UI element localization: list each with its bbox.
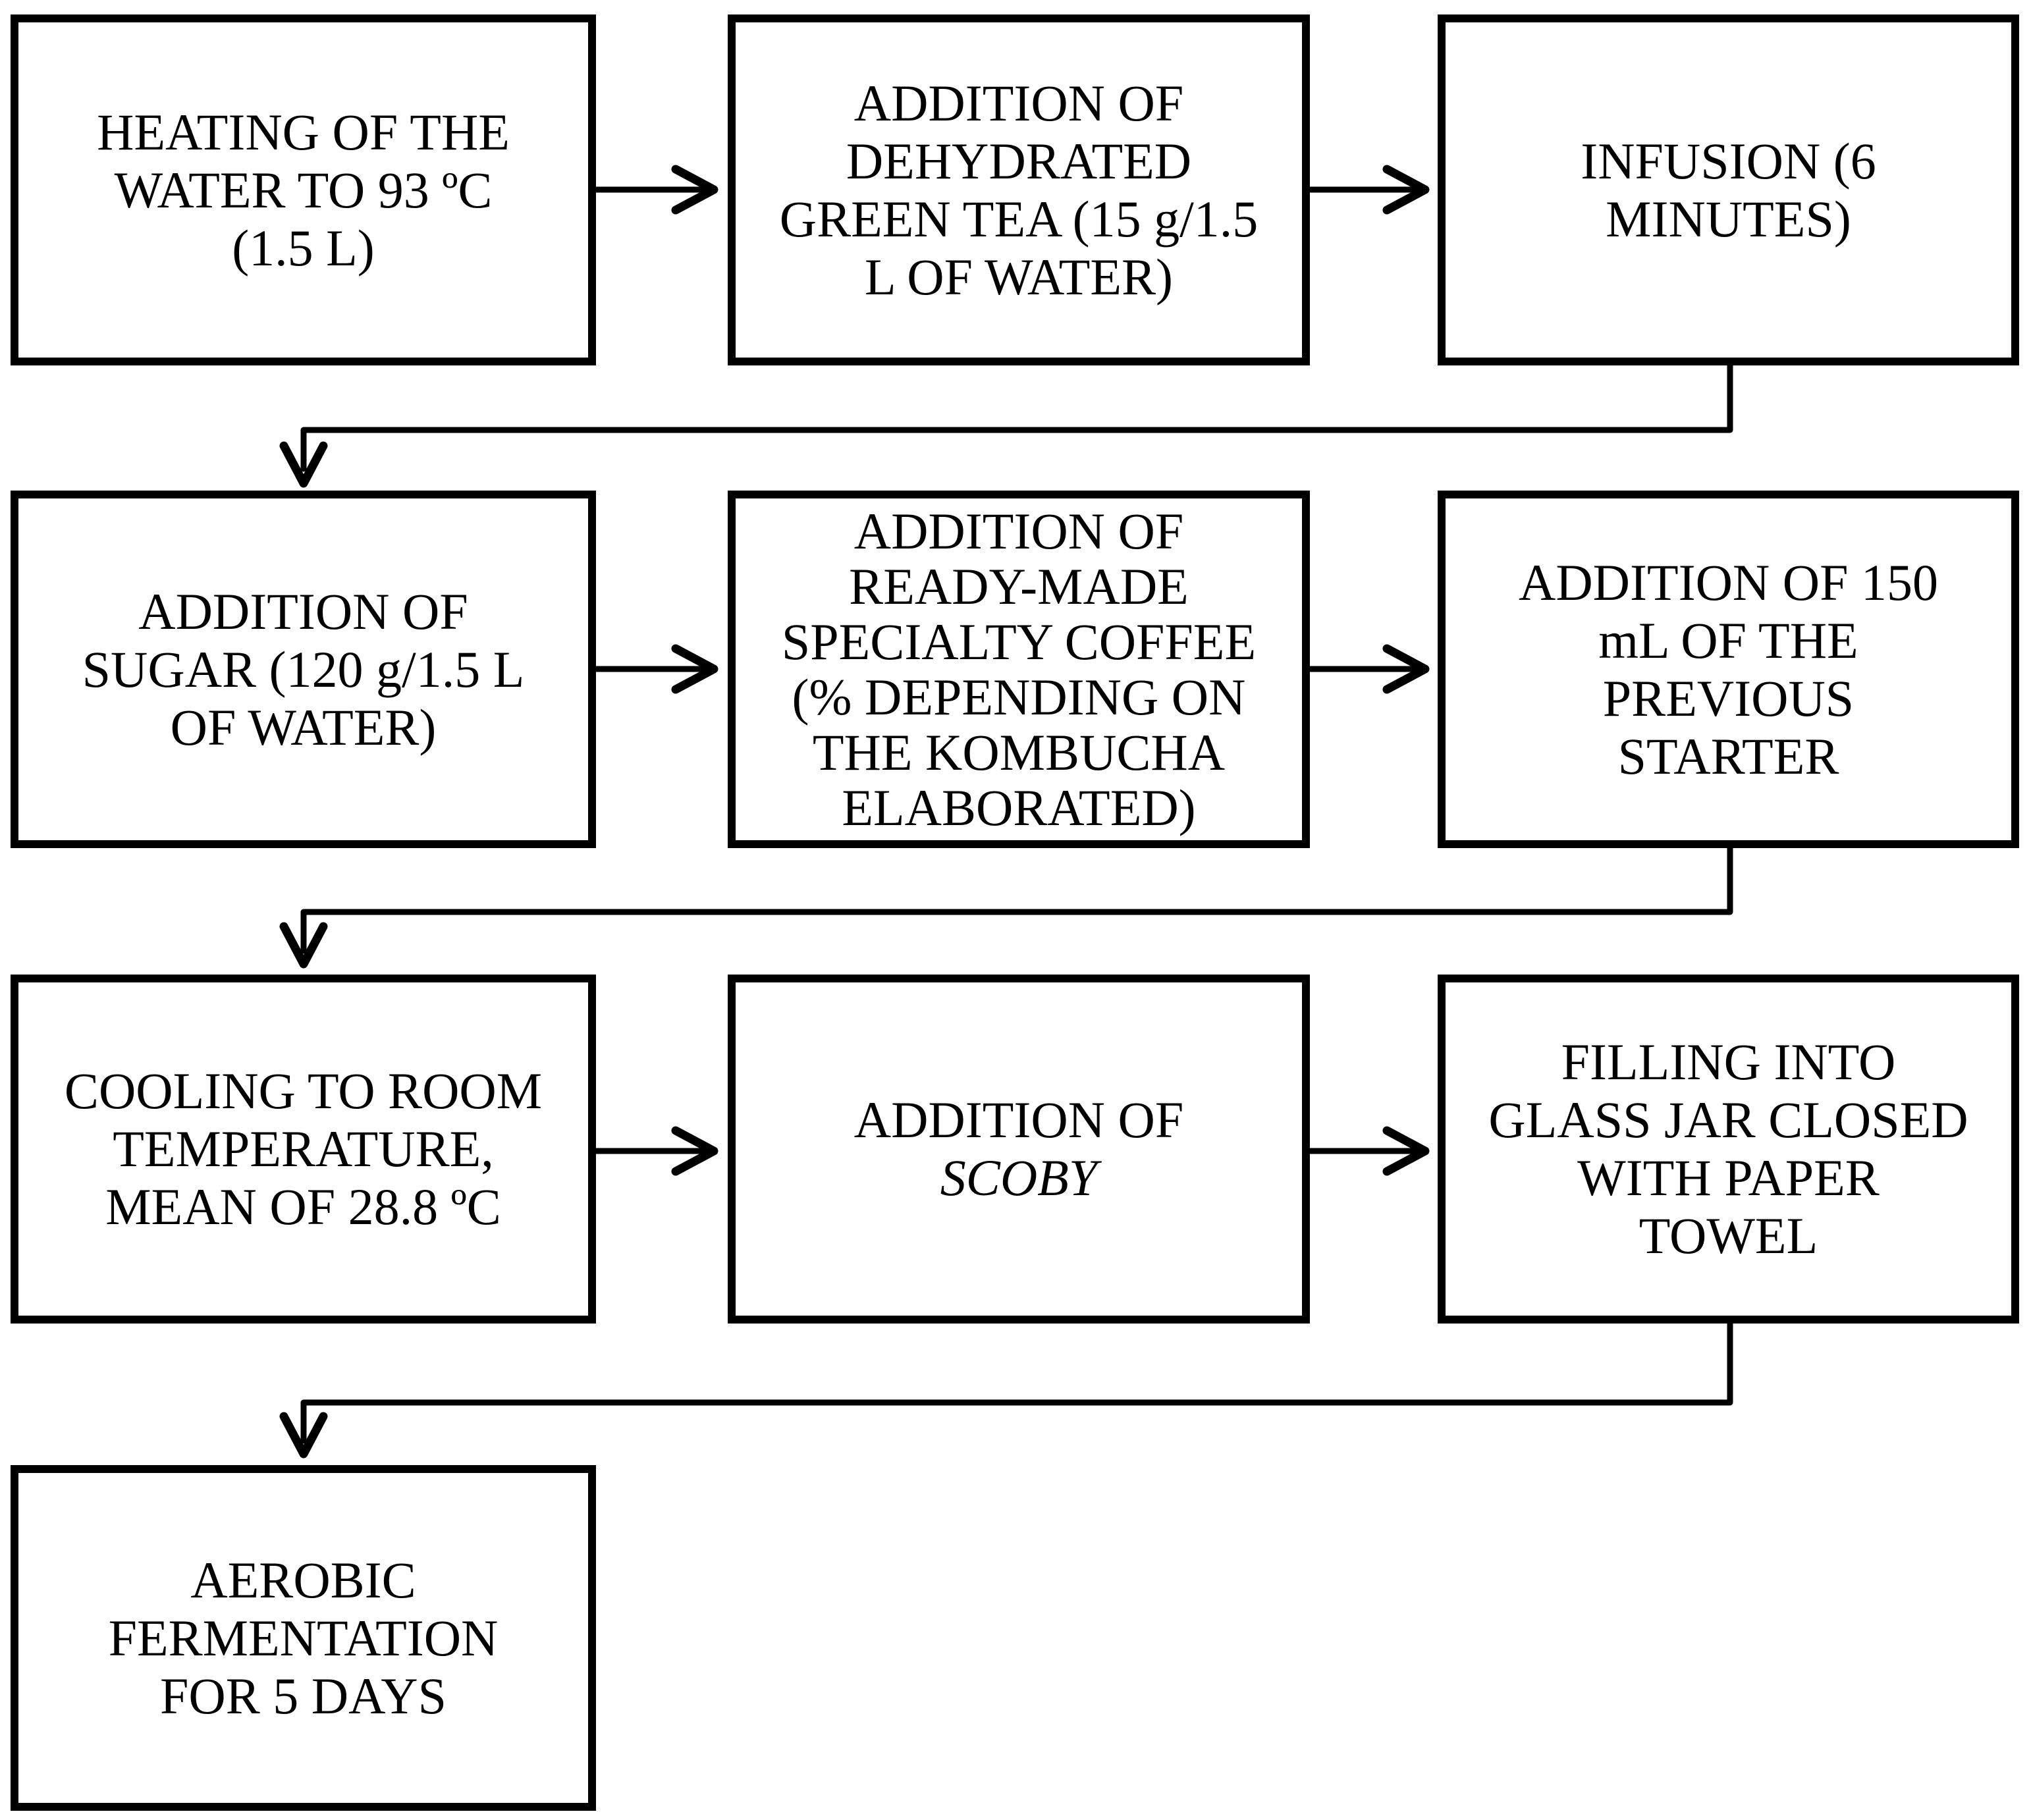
arrowhead-right-icon [671, 1126, 718, 1176]
box-text-line: GREEN TEA (15 g/1.5 [779, 190, 1259, 248]
flow-box-aerobic-fermentation: AEROBIC FERMENTATION FOR 5 DAYS [11, 1465, 596, 1811]
box-text-line: DEHYDRATED [846, 132, 1192, 190]
box-text-line: SUGAR (120 g/1.5 L [82, 640, 525, 698]
box-text-line: TOWEL [1638, 1207, 1818, 1264]
box-text-line: ADDITION OF [853, 74, 1184, 132]
flow-box-addition-green-tea: ADDITION OF DEHYDRATED GREEN TEA (15 g/1… [728, 14, 1310, 365]
arrow-heating-to-green-tea [591, 165, 718, 215]
box-text-line: WITH PAPER [1577, 1149, 1880, 1206]
arrowhead-right-icon [1382, 165, 1430, 215]
flow-box-addition-scoby: ADDITION OF SCOBY [728, 975, 1310, 1324]
box-text-line: STARTER [1617, 727, 1839, 785]
flow-box-cooling: COOLING TO ROOM TEMPERATURE, MEAN OF 28.… [11, 975, 596, 1324]
box-text-line: SPECIALTY COFFEE [781, 612, 1257, 670]
arrowhead-right-icon [671, 165, 718, 215]
arrowhead-down-icon [279, 922, 328, 969]
box-text-line: ADDITION OF [853, 502, 1184, 560]
connector-starter-to-cooling [279, 843, 1733, 969]
box-text-line: ADDITION OF 150 [1519, 553, 1938, 611]
box-text-line: mL OF THE [1598, 611, 1858, 669]
box-text-line: MINUTES) [1606, 190, 1851, 248]
box-text-line: FERMENTATION [108, 1609, 499, 1667]
arrowhead-right-icon [1382, 644, 1430, 694]
connector-filling-to-fermentation [279, 1319, 1733, 1459]
box-text-line: ELABORATED) [842, 778, 1196, 836]
box-text-line: WATER TO 93 ºC [114, 161, 493, 219]
arrow-green-tea-to-infusion [1305, 165, 1430, 215]
box-text-line: INFUSION (6 [1581, 132, 1876, 190]
arrowhead-right-icon [671, 644, 718, 694]
box-text-line: PREVIOUS [1602, 669, 1855, 727]
box-text-line: (% DEPENDING ON [792, 668, 1246, 726]
box-text-line: TEMPERATURE, [113, 1120, 494, 1177]
box-text-line: HEATING OF THE [97, 103, 510, 161]
box-text-line: ADDITION OF [853, 1091, 1184, 1148]
box-text-line: FOR 5 DAYS [160, 1667, 447, 1725]
arrow-scoby-to-filling [1305, 1126, 1430, 1176]
flow-box-addition-starter: ADDITION OF 150 mL OF THE PREVIOUS START… [1438, 491, 2019, 848]
box-text-line: FILLING INTO [1561, 1033, 1896, 1090]
arrow-coffee-to-starter [1305, 644, 1430, 694]
box-text-line: COOLING TO ROOM [64, 1062, 543, 1119]
arrowhead-down-icon [279, 1412, 328, 1459]
arrow-sugar-to-coffee [591, 644, 718, 694]
box-text-line: MEAN OF 28.8 ºC [105, 1178, 501, 1235]
box-text-line: L OF WATER) [865, 248, 1173, 306]
arrowhead-right-icon [1382, 1126, 1430, 1176]
flow-box-filling-jar: FILLING INTO GLASS JAR CLOSED WITH PAPER… [1438, 975, 2019, 1324]
flow-box-addition-coffee: ADDITION OF READY-MADE SPECIALTY COFFEE … [728, 491, 1310, 848]
flow-box-heating-water: HEATING OF THE WATER TO 93 ºC (1.5 L) [11, 14, 596, 365]
box-text-line: (1.5 L) [232, 219, 375, 277]
box-text-line: AEROBIC [190, 1551, 416, 1609]
connector-infusion-to-sugar [279, 361, 1733, 488]
arrowhead-down-icon [279, 441, 328, 488]
box-text-line: ADDITION OF [138, 582, 468, 640]
box-text-line: OF WATER) [170, 698, 437, 756]
box-text-line: THE KOMBUCHA [812, 723, 1226, 781]
flow-box-infusion: INFUSION (6 MINUTES) [1438, 14, 2019, 365]
box-text-line: READY-MADE [849, 557, 1189, 615]
box-text-line: GLASS JAR CLOSED [1488, 1091, 1968, 1148]
box-text-line-scoby: SCOBY [940, 1149, 1098, 1206]
flow-box-addition-sugar: ADDITION OF SUGAR (120 g/1.5 L OF WATER) [11, 491, 596, 848]
arrow-cooling-to-scoby [591, 1126, 718, 1176]
